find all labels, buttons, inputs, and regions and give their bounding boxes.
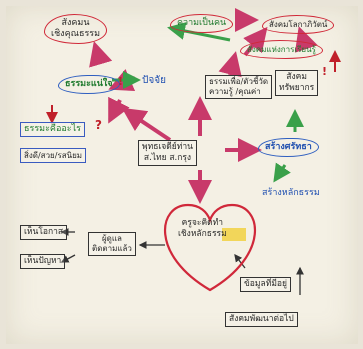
- middle-right-box-line-1: สังคม: [286, 72, 307, 82]
- top-center-node: ความเป็นคน: [170, 14, 234, 33]
- middle-left-cloud: ธรรมะแน่ใจ: [58, 75, 120, 94]
- middle-center-left-label: ปัจจัย: [142, 75, 166, 86]
- heart-text: ครูจะคิดทำ เชิงหลักธรรม: [178, 218, 227, 240]
- middle-right-qmark: !: [322, 65, 328, 78]
- heart-line-2: เชิงหลักธรรม: [178, 229, 227, 239]
- middle-right-box-line-2: ทรัพยากร: [279, 83, 315, 93]
- bottom-center-box: ผู้ดูแล ติดตามแล้ว: [88, 232, 136, 256]
- top-right-label: สังคมโลกาภิวัตน์: [269, 20, 328, 29]
- top-center-label: ความเป็นคน: [177, 18, 227, 28]
- bottom-left-1-label: เห็นโอกาส: [24, 227, 64, 237]
- middle-center-box: ธรรมเพื่อ/ตัวชี้วัด ความรู้ /คุณค่า: [205, 75, 273, 99]
- top-left-cloud: สังคมน เชิงคุณธรรม: [44, 14, 108, 44]
- right-lower-node: สร้างหลักธรรม: [262, 188, 320, 199]
- top-left-cloud-line-1: สังคมน: [61, 18, 90, 28]
- center-box-line-1: พุทธเจดีย์ท่าน: [142, 142, 193, 152]
- middle-left-qmark: !: [118, 75, 124, 88]
- top-left-cloud-line-2: เชิงคุณธรรม: [51, 29, 101, 39]
- bottom-left-2-label: เห็นปัญหา: [24, 256, 62, 266]
- left-list-box: สิ่งดี/สวย/รสนิยม: [20, 148, 87, 163]
- right-lower-label: สร้างหลักธรรม: [262, 188, 320, 198]
- middle-right-box: สังคม ทรัพยากร: [275, 70, 319, 96]
- bottom-right-box: ข้อมูลที่มีอยู่: [240, 277, 292, 292]
- bottom-left-node-2: เห็นปัญหา: [20, 254, 66, 269]
- middle-center-left-node: ปัจจัย: [142, 75, 166, 86]
- center-box-line-2: ส.ไทย ส.กรุง: [143, 153, 192, 163]
- bottom-footer-box: สังคมพัฒนาต่อไป: [225, 312, 298, 327]
- bottom-left-node-1: เห็นโอกาส: [20, 225, 68, 240]
- bottom-center-line-1: ผู้ดูแล: [101, 234, 122, 243]
- left-box-qmark: ?: [95, 118, 102, 132]
- right-cloud-label: สร้างศรัทธา: [265, 142, 312, 152]
- middle-left-cloud-label: ธรรมะแน่ใจ: [65, 79, 113, 89]
- left-list-label: สิ่งดี/สวย/รสนิยม: [24, 151, 83, 160]
- red-arrows: [46, 50, 341, 124]
- bottom-right-label: ข้อมูลที่มีอยู่: [244, 279, 288, 289]
- right-cloud: สร้างศรัทธา: [258, 138, 319, 157]
- paper-sheet: [6, 6, 358, 344]
- black-connectors: [60, 228, 304, 295]
- center-box: พุทธเจดีย์ท่าน ส.ไทย ส.กรุง: [138, 140, 197, 166]
- left-box: ธรรมะคืออะไร: [20, 122, 85, 137]
- top-right-node: สังคมโลกาภิวัตน์: [262, 15, 335, 34]
- heart-shape: [163, 203, 257, 292]
- right-upper-label: สังคมแห่งการเรียนรู้: [247, 45, 316, 54]
- bottom-footer-label: สังคมพัฒนาต่อไป: [229, 314, 294, 324]
- left-box-label: ธรรมะคืออะไร: [24, 124, 81, 134]
- right-upper-node: สังคมแห่งการเรียนรู้: [240, 40, 323, 59]
- middle-center-box-line-1: ธรรมเพื่อ/ตัวชี้วัด: [209, 77, 269, 86]
- bottom-center-line-2: ติดตามแล้ว: [92, 244, 132, 253]
- heart-highlight: [222, 228, 246, 241]
- heart-line-1: ครูจะคิดทำ: [181, 218, 224, 228]
- middle-center-box-line-2: ความรู้ /คุณค่า: [209, 87, 261, 96]
